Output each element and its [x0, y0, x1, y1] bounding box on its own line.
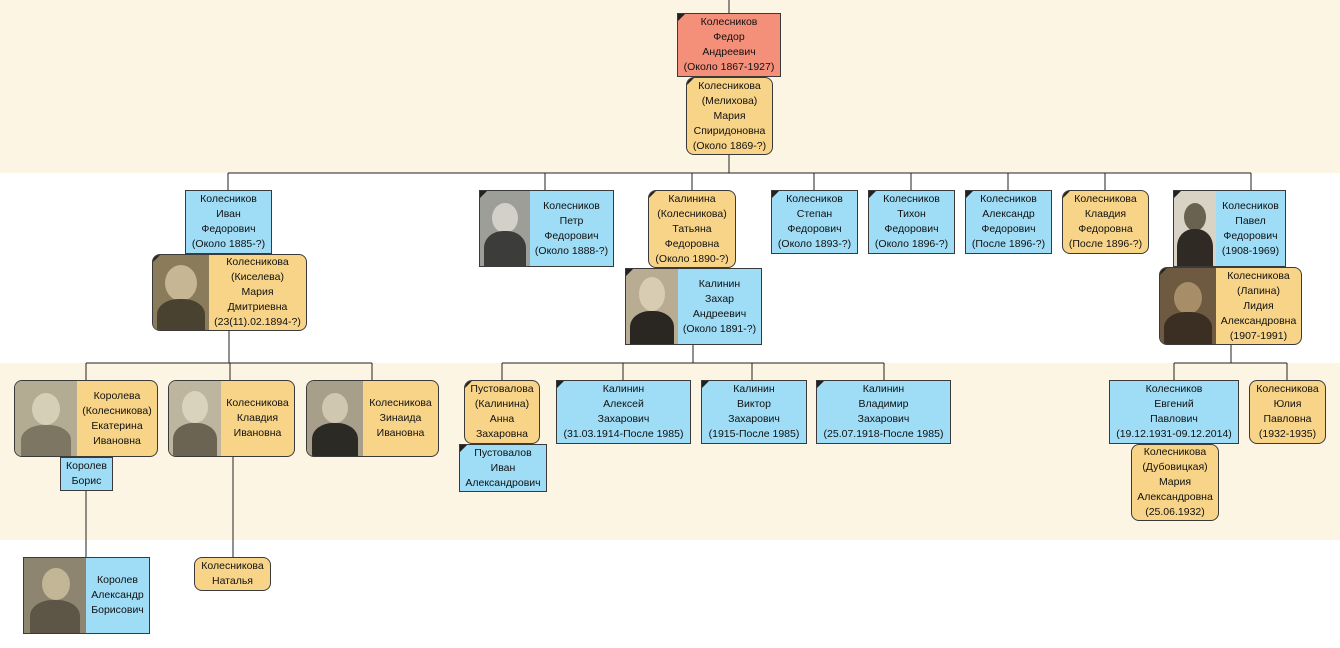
record-flag [465, 381, 472, 388]
record-flag [649, 191, 656, 198]
generation-band-1 [0, 0, 1340, 173]
portrait-photo [1174, 191, 1216, 266]
record-flag [460, 445, 467, 452]
portrait-photo [153, 255, 209, 330]
record-flag [480, 191, 487, 198]
record-flag [1160, 268, 1167, 275]
portrait-photo [15, 381, 77, 456]
record-flag [1063, 191, 1070, 198]
record-flag [626, 269, 633, 276]
portrait-photo [480, 191, 530, 266]
record-flag [153, 255, 160, 262]
portrait-photo [169, 381, 221, 456]
portrait-photo [307, 381, 363, 456]
record-flag [687, 78, 694, 85]
record-flag [869, 191, 876, 198]
portrait-photo [1160, 268, 1216, 344]
record-flag [817, 381, 824, 388]
portrait-photo [24, 558, 86, 633]
record-flag [1174, 191, 1181, 198]
portrait-photo [626, 269, 678, 344]
record-flag [678, 14, 685, 21]
record-flag [557, 381, 564, 388]
record-flag [966, 191, 973, 198]
record-flag [772, 191, 779, 198]
record-flag [702, 381, 709, 388]
